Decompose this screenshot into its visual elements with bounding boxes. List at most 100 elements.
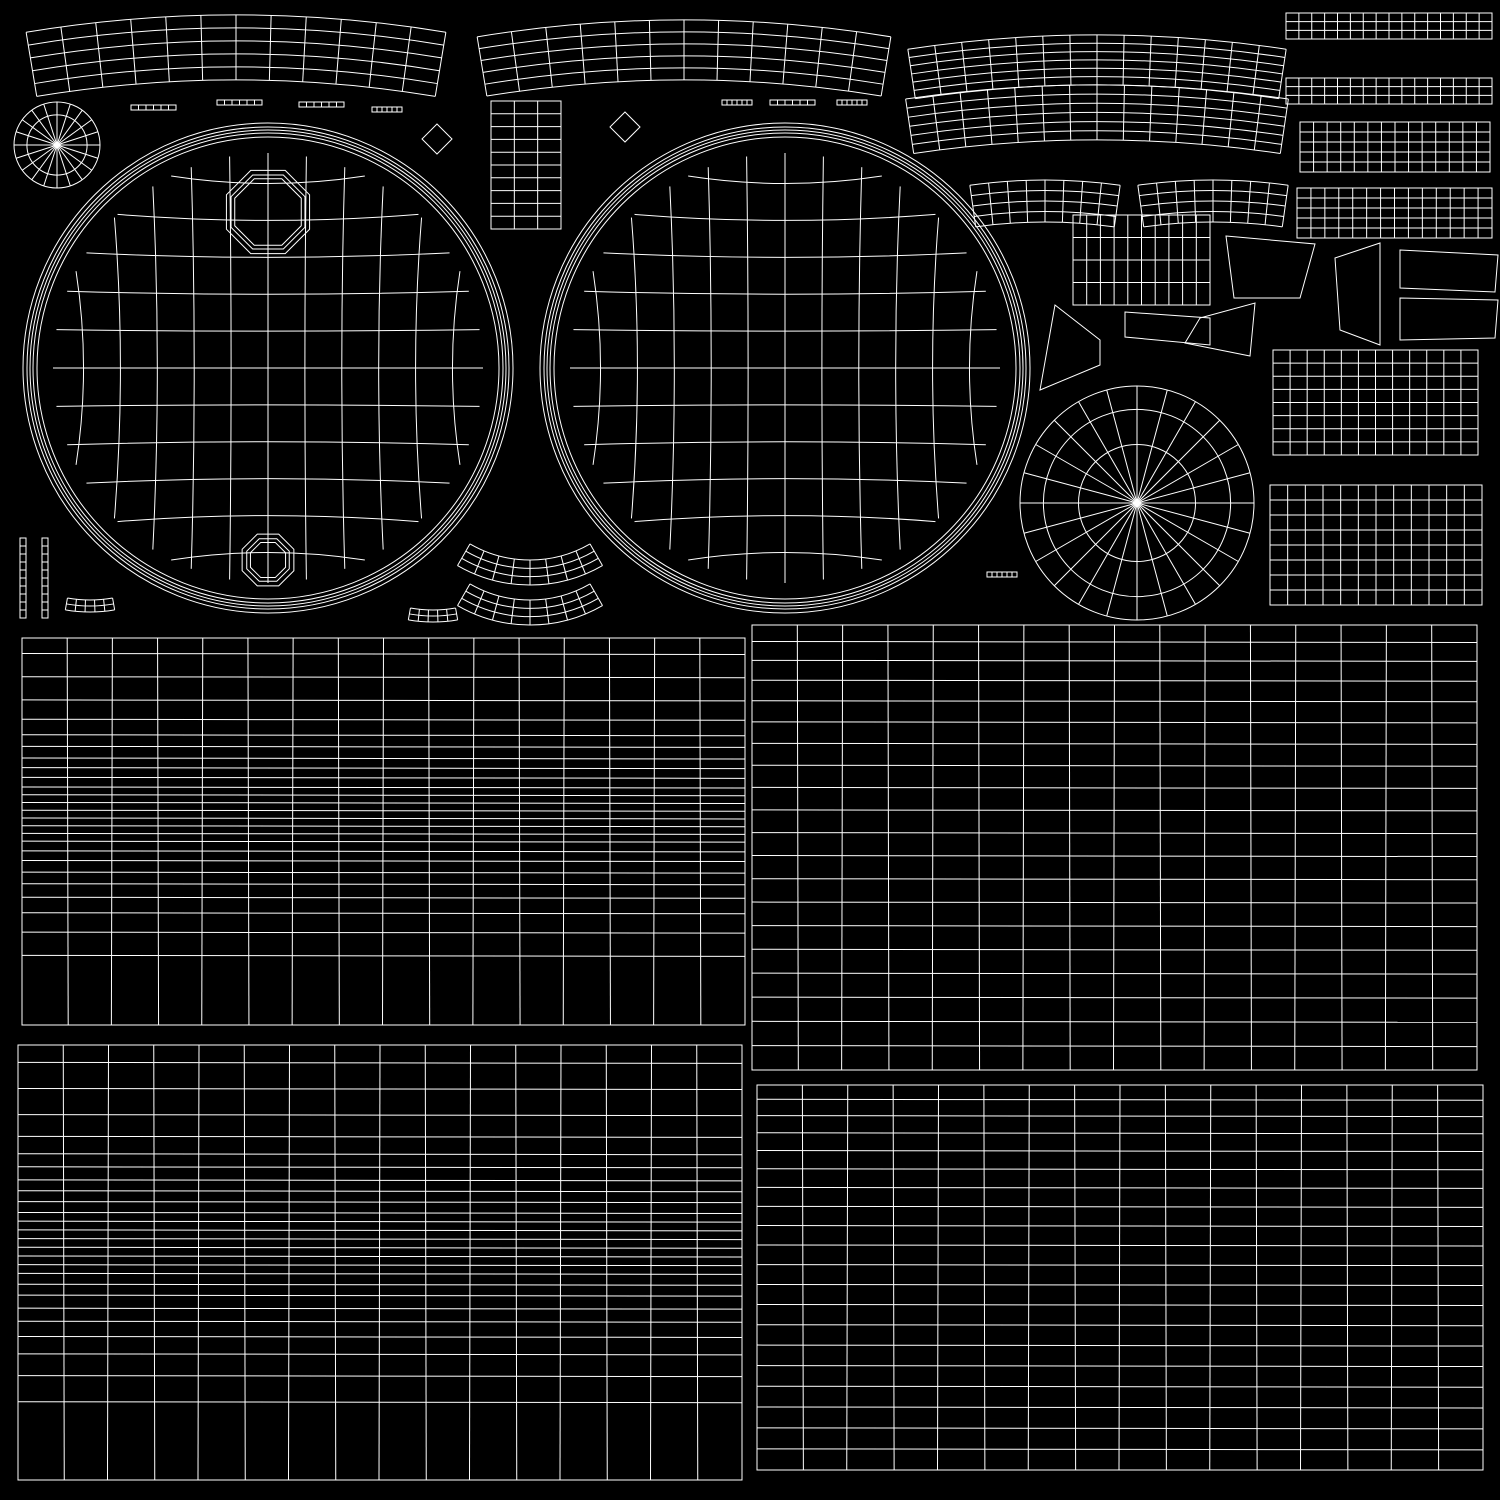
pie-spoke [21,144,58,171]
pie-spoke [1136,444,1239,504]
grid-vertical-line [605,1044,608,1481]
grid-horizontal-line [756,1283,1484,1286]
grid-horizontal-line [21,809,746,812]
strip-rung [1069,85,1072,141]
grid-horizontal-line [17,1190,743,1193]
grid-horizontal-line [21,883,746,886]
grid-vertical-line [887,624,890,1071]
grid-vertical-line [699,637,702,1026]
disc-parallel [86,478,450,484]
grid-vertical-line [1022,624,1025,1071]
rect-strip [371,106,403,113]
disc-parallel [584,441,986,446]
grid-horizontal-line [21,718,746,721]
grid-horizontal-line [21,840,746,843]
grid-horizontal-line [21,912,746,915]
disc-meridian [932,217,940,519]
pie-spoke [1136,472,1251,504]
grid-vertical-line [1159,624,1162,1071]
grid-vertical-line [334,1044,337,1481]
rect-strip [1072,214,1211,306]
grid-vertical-line [983,1084,986,1471]
strip-rung [1149,86,1153,142]
grid-panel [21,637,746,1026]
strip-rung [1201,89,1208,145]
grid-horizontal-line [756,1150,1484,1153]
strip-rung [880,36,892,97]
wireframe-layer [13,12,1499,1481]
disc-ring [553,136,1017,600]
grid-vertical-line [469,1044,471,1481]
grid-horizontal-line [756,1344,1484,1347]
pie-spoke [1136,502,1251,534]
strip-rung [1096,182,1102,225]
pie-spoke [56,103,71,146]
disc-meridian [341,167,346,569]
grid-horizontal-line [17,1353,743,1356]
strip-rung [25,32,38,97]
grid-vertical-line [978,624,981,1071]
grid-horizontal-line [756,1225,1484,1228]
grid-vertical-line [1074,1084,1077,1471]
pie-spoke [56,144,71,187]
strip-rung [988,182,994,225]
grid-horizontal-line [17,1153,743,1156]
grid-horizontal-line [756,1098,1484,1101]
grid-vertical-line [382,637,384,1026]
grid-horizontal-line [751,659,1478,662]
strip-rung [905,98,915,154]
disc-parallel [67,441,469,446]
pie-spoke [43,144,58,187]
grid-horizontal-line [751,901,1478,904]
pie-spoke [56,144,83,181]
grid-horizontal-line [756,1186,1484,1189]
strip-rung [457,543,471,566]
strip-arc [65,609,115,613]
pie-spoke [1053,419,1138,504]
strip-rung [510,31,520,92]
strip-rung [545,558,550,584]
grid-horizontal-line [21,896,746,899]
grid-horizontal-line [751,679,1478,682]
grid-vertical-line [153,1044,156,1481]
grid-horizontal-line [17,1179,743,1182]
grid-vertical-line [1340,624,1343,1071]
strip-rung [268,15,272,81]
grid-horizontal-line [21,734,746,737]
strip-rung [510,598,515,624]
strip-rung [1069,35,1072,86]
octagon-hole [241,533,295,587]
grid-vertical-line [197,1044,200,1481]
pie-spoke [56,131,99,146]
curved-strip [25,14,447,97]
grid-vertical-line [62,1044,65,1481]
grid-vertical-line [1294,624,1297,1071]
grid-vertical-line [157,637,160,1026]
grid-horizontal-line [756,1448,1484,1451]
rect-strip [1299,121,1491,173]
pie-spoke [1106,502,1138,617]
grid-horizontal-line [17,1220,743,1223]
grid-horizontal-line [751,742,1478,745]
small-part [1399,249,1499,293]
grid-horizontal-line [751,786,1478,789]
strip-rung [614,21,619,82]
strip-rung [815,27,823,88]
pie-spoke [1078,502,1138,605]
disc-meridian [378,186,384,550]
pie-disc [13,101,101,189]
disc-ring [29,129,507,607]
strip-rung [1006,181,1011,224]
strip-rung [491,595,500,621]
pie-spoke [15,144,58,159]
strip-arc [66,603,114,607]
strip-rung [1079,181,1084,224]
strip-arc [67,597,113,601]
strip-rung [1025,180,1029,223]
strip-rung [491,555,500,581]
strip-rung [457,583,471,606]
grid-horizontal-line [17,1320,743,1323]
rect-strip [490,100,562,230]
grid-horizontal-line [17,1238,743,1241]
strip-rung [579,24,586,85]
